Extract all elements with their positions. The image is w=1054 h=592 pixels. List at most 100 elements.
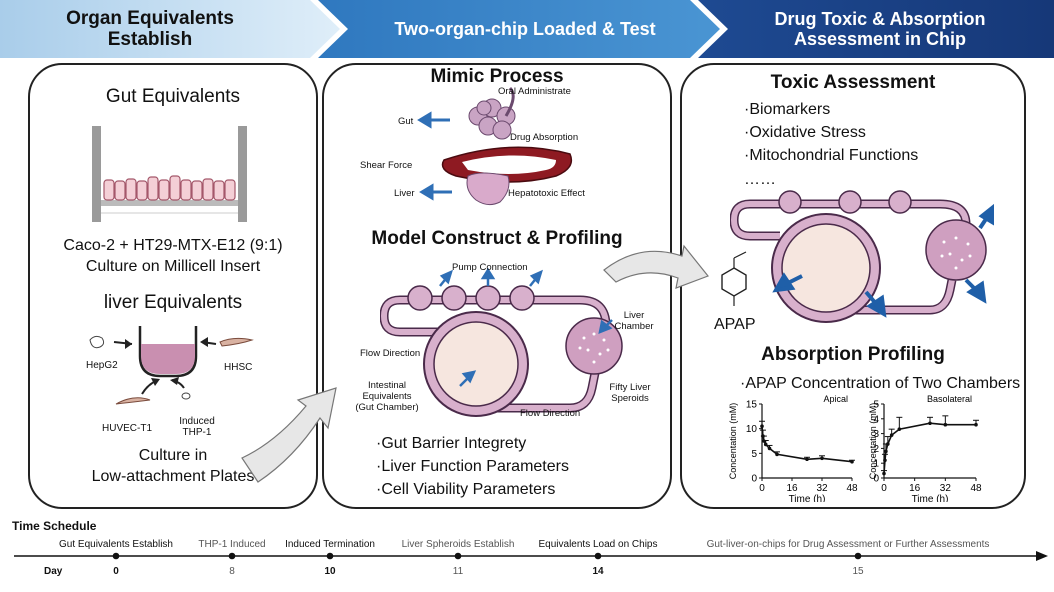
- data-point: [805, 457, 809, 462]
- apap-molecule-icon: [721, 251, 747, 306]
- timeline-day: 14: [592, 566, 604, 577]
- y-tick-label: 5: [751, 449, 757, 460]
- y-tick-label: 0: [873, 474, 879, 485]
- y-tick-label: 15: [746, 400, 758, 411]
- liver-chamber-label: Liver Chamber: [614, 310, 654, 332]
- stage1-title: Organ Equivalents Establish: [66, 7, 234, 50]
- gut-label: Gut: [398, 116, 414, 127]
- oral-administrate-label: Oral Administrate: [498, 86, 571, 97]
- day-label: Day: [44, 566, 63, 577]
- organ-equivalents-panel: [28, 63, 318, 509]
- model-profiling-list: ·Gut Barrier Integrety ·Liver Function P…: [376, 432, 569, 502]
- x-axis-label: Time (h): [789, 494, 826, 502]
- panel2-to-panel3-arrow: [603, 244, 709, 289]
- y-axis-label: Concentation (mM): [868, 403, 878, 480]
- timeline-axis: [14, 551, 1048, 561]
- bullet-cell-viability: ·Cell Viability Parameters: [376, 481, 556, 499]
- thp1-label: Induced THP-1: [179, 416, 215, 438]
- data-point: [882, 471, 886, 476]
- timeline-day: 8: [229, 566, 235, 577]
- model-construct-title: Model Construct & Profiling: [371, 228, 623, 249]
- x-tick-label: 48: [970, 483, 982, 494]
- timeline-event-label: Equivalents Load on Chips: [538, 539, 658, 550]
- chart-title: Apical: [823, 394, 848, 404]
- pump-connection-label: Pump Connection: [452, 262, 528, 273]
- data-point: [886, 442, 890, 446]
- x-tick-label: 48: [846, 483, 858, 494]
- series-line: [883, 422, 976, 474]
- y-tick-label: 2: [873, 444, 879, 455]
- liver-label: Liver: [394, 188, 415, 199]
- gut-equivalents-title: Gut Equivalents: [105, 86, 241, 107]
- data-point: [883, 458, 887, 463]
- timeline-day: 0: [113, 566, 119, 577]
- x-tick-label: 16: [909, 483, 921, 494]
- data-point: [775, 452, 779, 457]
- data-point: [767, 446, 772, 451]
- timeline-day: 15: [852, 566, 864, 577]
- stage3-arrow: [698, 0, 1054, 58]
- data-point: [850, 459, 854, 464]
- gut-caption: Caco-2 + HT29-MTX-E12 (9:1) Culture on M…: [63, 237, 283, 275]
- timeline-event-label: Induced Termination: [285, 539, 375, 550]
- stage1-arrow: [0, 0, 340, 58]
- timeline-event-label: Gut-liver-on-chips for Drug Assessment o…: [706, 539, 990, 550]
- timeline-event-label: THP-1 Induced: [198, 539, 266, 550]
- x-tick-label: 0: [759, 483, 765, 494]
- hepg2-label: HepG2: [86, 360, 118, 371]
- data-point: [974, 422, 978, 427]
- assessment-chip-illustration: [730, 190, 994, 323]
- data-point: [889, 433, 894, 437]
- shear-force-label: Shear Force: [360, 160, 413, 171]
- x-tick-label: 16: [786, 483, 798, 494]
- y-tick-label: 1: [873, 459, 879, 470]
- toxic-items-list: ·Biomarkers ·Oxidative Stress ·Mitochond…: [744, 101, 919, 188]
- flow-direction-left-label: Flow Direction: [360, 348, 421, 359]
- timeline-event-label: Gut Equivalents Establish: [59, 539, 173, 550]
- data-point: [943, 422, 948, 427]
- culture-caption: Culture in Low-attachment Plates: [91, 447, 255, 485]
- data-point: [884, 449, 888, 454]
- toxic-assessment-title: Toxic Assessment: [770, 72, 936, 93]
- x-tick-label: 0: [881, 483, 887, 494]
- y-tick-label: 4: [873, 414, 879, 425]
- data-point: [897, 427, 902, 431]
- timeline-day: 11: [452, 566, 464, 577]
- time-schedule-title: Time Schedule: [12, 519, 97, 533]
- intestinal-equivalents-label: Intestinal Equivalents (Gut Chamber): [355, 380, 419, 413]
- stage3-title: Drug Toxic & Absorption Assessment in Ch…: [774, 8, 986, 49]
- header-banner: [0, 0, 1054, 58]
- data-point: [928, 421, 932, 426]
- liver-equivalents-title: liver Equivalents: [103, 292, 243, 313]
- mimic-process-illustration: [417, 86, 573, 206]
- hhsc-label: HHSC: [224, 362, 253, 373]
- y-tick-label: 0: [751, 474, 757, 485]
- stage2-title: Two-organ-chip Loaded & Test: [394, 18, 656, 39]
- panel1-to-panel2-arrow: [241, 387, 337, 483]
- chip-model-illustration: [380, 268, 623, 417]
- apap-label: APAP: [714, 316, 756, 333]
- data-point: [820, 456, 824, 461]
- timeline-day: 10: [324, 566, 336, 577]
- y-tick-label: 10: [746, 424, 758, 435]
- y-tick-label: 5: [873, 400, 879, 411]
- timeline-event-label: Liver Spheroids Establish: [401, 539, 515, 550]
- absorption-profiling-title: Absorption Profiling: [761, 344, 945, 365]
- hepatotoxic-label: Hepatotoxic Effect: [508, 188, 585, 199]
- stage2-arrow: [318, 0, 720, 58]
- bullet-liver-function: ·Liver Function Parameters: [376, 458, 569, 476]
- millicell-insert-illustration: [92, 126, 247, 222]
- fifty-liver-speroids-label: Fifty Liver Speroids: [609, 382, 651, 404]
- drug-absorption-label: Drug Absorption: [510, 132, 579, 143]
- data-point: [760, 424, 764, 428]
- x-tick-label: 32: [940, 483, 952, 494]
- x-tick-label: 32: [816, 483, 828, 494]
- chart-title: Basolateral: [927, 394, 972, 404]
- absorption-item: ·APAP Concentration of Two Chambers: [740, 375, 1021, 392]
- flow-direction-bottom-label: Flow Direction: [520, 408, 581, 419]
- bullet-gut-barrier: ·Gut Barrier Integrety: [376, 435, 527, 452]
- series-line: [761, 426, 853, 463]
- mimic-process-title: Mimic Process: [430, 66, 564, 87]
